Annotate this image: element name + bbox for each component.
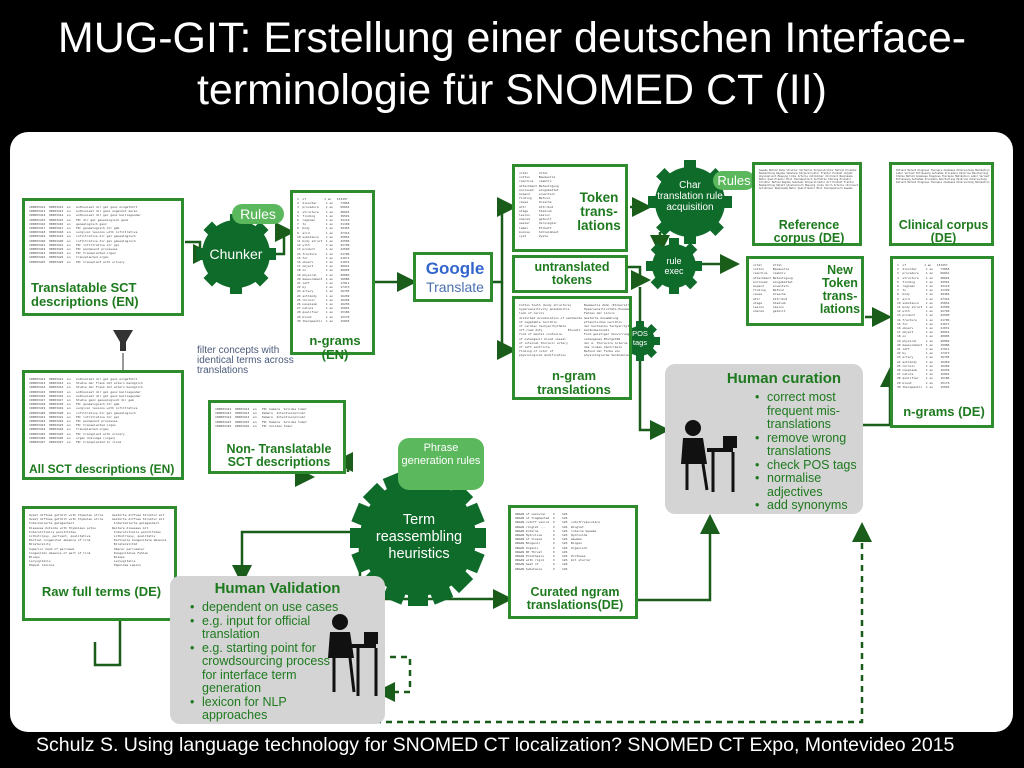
curated-ngram-label: Curated ngram translations(DE) bbox=[526, 585, 624, 613]
non-translatable-label: Non- Translatable SCT descriptions bbox=[226, 442, 332, 470]
untranslated-tokens-box: untranslated tokens bbox=[512, 255, 628, 293]
person-at-desk-icon bbox=[681, 420, 737, 492]
google-translate-label: Translate bbox=[426, 279, 484, 295]
term-reassembling-label: Term reassembling heuristics bbox=[375, 512, 463, 562]
ngram-translations-label: n-gram translations bbox=[537, 368, 611, 397]
char-acquisition-label: Char translation rule acquisition bbox=[657, 180, 723, 213]
curation-item: check POS tags bbox=[755, 458, 863, 473]
title-line-1: MUG-GIT: Erstellung einer deutschen Inte… bbox=[57, 14, 967, 62]
new-token-translations-label: New Token trans- lations bbox=[819, 263, 861, 317]
human-validation-title: Human Validation bbox=[214, 580, 341, 597]
raw-full-terms-box: Ovest diffuse gefüllt with thymoleu stri… bbox=[22, 506, 177, 621]
token-translations-label: Token trans- lations bbox=[577, 190, 621, 234]
token-translations-box: vital Vital cotton Baumwolle reactive re… bbox=[512, 164, 628, 252]
chunker-label: Chunker bbox=[209, 246, 263, 262]
human-validation-list: dependent on use cases e.g. input for of… bbox=[184, 600, 342, 723]
human-curation-panel: Human curation correct most frequent mis… bbox=[665, 364, 863, 514]
diagram-canvas: 100003412 X0003412 en enthusiast dir gel… bbox=[10, 132, 1013, 732]
filter-note: filter concepts with identical terms acr… bbox=[197, 345, 294, 376]
person-at-desk-icon bbox=[328, 614, 378, 696]
ngram-translations-box: Cotton tooth (body structure) Baumwolle … bbox=[512, 296, 632, 400]
title-line-2: terminologie für SNOMED CT (II) bbox=[196, 66, 827, 114]
curation-item: normalise adjectives bbox=[755, 471, 863, 499]
curated-ngram-box: ORGAN of vascular X 126 ORGAN of fragmen… bbox=[508, 505, 638, 619]
curation-item: correct most frequent mis-translations bbox=[755, 390, 863, 432]
clinical-corpus-box: Patient Befund Diagnose Therapie Anamnes… bbox=[889, 162, 994, 246]
raw-full-terms-label: Raw full terms (DE) bbox=[41, 584, 162, 599]
phrase-generation-rules-badge: Phrase generation rules bbox=[398, 438, 484, 490]
google-translate-box[interactable]: Google Translate bbox=[413, 252, 493, 302]
all-descriptions-box: 100003412 X0003412 en enthusiast dir gel… bbox=[22, 370, 184, 480]
human-curation-title: Human curation bbox=[726, 370, 842, 387]
ngrams-en-label: n-grams (EN) bbox=[309, 333, 361, 362]
translatable-descriptions-box: 100003412 X0003412 en enthusiast dir gel… bbox=[22, 198, 184, 316]
pos-tags-label: POS tags bbox=[632, 329, 648, 347]
non-translatable-box: 100003412 X0003412 en FN: kamera Solides… bbox=[208, 400, 346, 474]
human-curation-list: correct most frequent mis-translations r… bbox=[749, 390, 863, 513]
validation-item: dependent on use cases bbox=[190, 600, 342, 615]
ngrams-de-box: 1 of 1 en 133457 2 disorder 1 en 73865 3… bbox=[890, 256, 994, 428]
validation-item: e.g. starting point for crowdsourcing pr… bbox=[190, 641, 342, 696]
chunker-rules-badge: Rules bbox=[232, 204, 284, 224]
translatable-descriptions-label: Translatable SCT descriptions (EN) bbox=[31, 280, 139, 309]
google-logo: Google bbox=[420, 259, 490, 279]
reference-corpus-label: Reference corpus (DE) bbox=[773, 218, 845, 246]
char-rules-badge: Rules bbox=[713, 171, 755, 190]
clinical-corpus-label: Clinical corpus (DE) bbox=[898, 218, 989, 246]
new-token-translations-box: vital Vital cotton Baumwolle reactive re… bbox=[746, 256, 864, 326]
ngrams-en-box: 1 of 1 en 133457 2 disorder 1 en 73865 3… bbox=[290, 190, 375, 361]
curation-item: remove wrong translations bbox=[755, 431, 863, 459]
all-descriptions-label: All SCT descriptions (EN) bbox=[29, 462, 175, 476]
rule-exec-label: rule exec bbox=[664, 256, 684, 276]
slide-footer-citation: Schulz S. Using language technology for … bbox=[36, 734, 955, 756]
ngrams-de-label: n-grams (DE) bbox=[903, 404, 985, 419]
slide-title: MUG-GIT: Erstellung einer deutschen Inte… bbox=[0, 12, 1024, 116]
human-validation-panel: Human Validation dependent on use cases … bbox=[170, 576, 385, 724]
curation-item: add synonyms bbox=[755, 498, 863, 513]
google-wordmark: Google bbox=[425, 259, 485, 278]
untranslated-tokens-label: untranslated tokens bbox=[534, 260, 610, 288]
validation-item: e.g. input for official translation bbox=[190, 614, 342, 642]
reference-corpus-box: Gewebe Befund Ruhe Struktur Verfahren Kö… bbox=[752, 162, 862, 246]
filter-funnel-icon bbox=[113, 330, 133, 351]
validation-item: lexicon for NLP approaches bbox=[190, 695, 342, 723]
